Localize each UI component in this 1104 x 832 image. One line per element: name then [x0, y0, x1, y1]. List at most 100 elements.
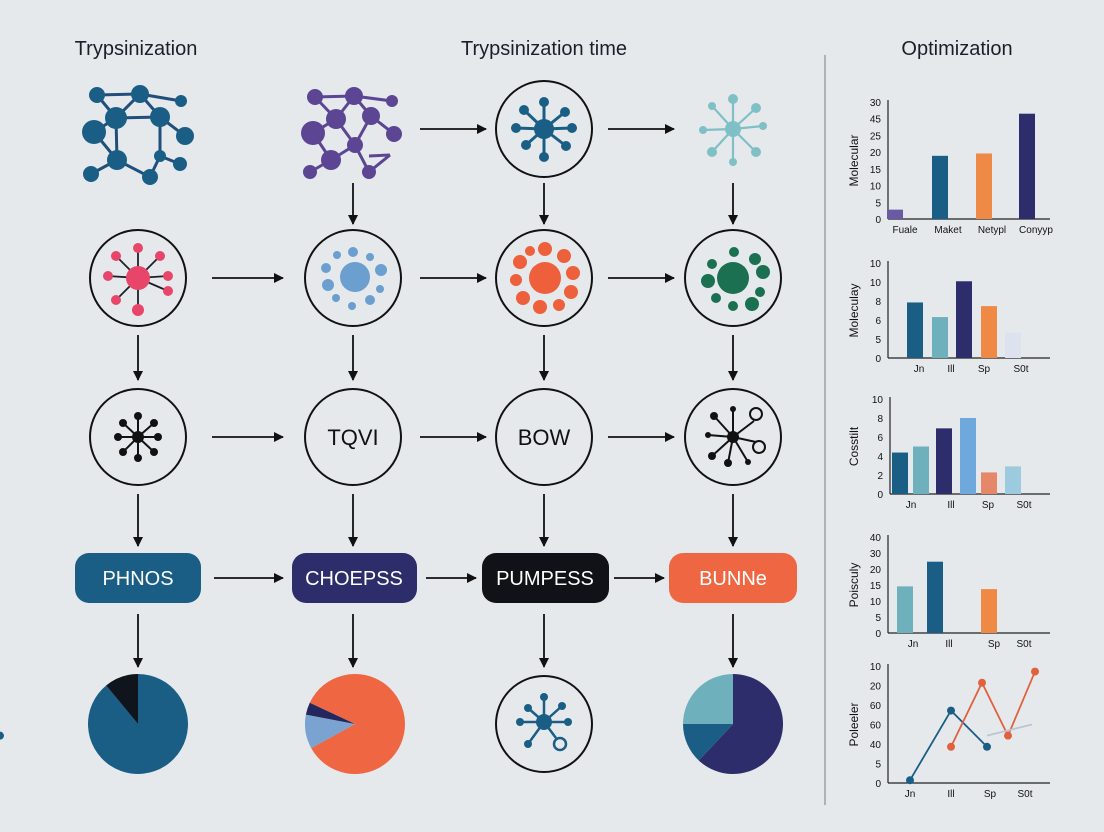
line-point — [1004, 731, 1012, 740]
bar — [927, 561, 943, 633]
molecule-network-purple-icon — [301, 87, 402, 179]
molecule-network-blue-icon — [82, 85, 194, 185]
bar — [981, 306, 997, 358]
y-axis-label: Poleeler — [847, 702, 861, 746]
x-tick-label: Netypl — [978, 225, 1006, 236]
x-tick-label: Conyyp — [1019, 225, 1053, 236]
bar — [932, 155, 948, 219]
bow-label: BOW — [518, 425, 571, 450]
bar — [897, 586, 913, 633]
y-tick-label: 0 — [875, 215, 881, 226]
y-tick-label: 5 — [875, 613, 881, 624]
flow-arrows — [133, 124, 738, 668]
y-tick-label: 0 — [877, 490, 883, 501]
y-tick-label: 45 — [870, 115, 882, 126]
y-tick-label: 10 — [870, 259, 882, 270]
y-tick-label: 25 — [870, 131, 882, 142]
y-tick-label: 0 — [875, 354, 881, 365]
x-tick-label: Sp — [978, 364, 991, 375]
y-tick-label: 4 — [877, 452, 883, 463]
y-tick-label: 10 — [870, 182, 882, 193]
y-tick-label: 6 — [875, 316, 881, 327]
x-tick-label: Ill — [947, 500, 954, 511]
pill-bunne-bg — [669, 553, 797, 603]
y-tick-label: 0 — [875, 779, 881, 790]
x-tick-label: Jn — [908, 639, 919, 650]
y-tick-label: 15 — [870, 165, 882, 176]
bar — [960, 418, 976, 494]
x-tick-label: Sp — [982, 500, 995, 511]
x-tick-label: Sp — [988, 639, 1001, 650]
y-tick-label: 10 — [872, 395, 884, 406]
y-tick-label: 8 — [875, 297, 881, 308]
y-tick-label: 10 — [870, 597, 882, 608]
heading-optimization: Optimization — [901, 38, 1013, 60]
y-tick-label: 5 — [875, 760, 881, 771]
y-tick-label: 8 — [877, 414, 883, 425]
x-tick-label: Sp — [984, 789, 997, 800]
tqvi-node: TQVI — [304, 388, 402, 486]
x-tick-label: Ill — [947, 364, 954, 375]
bar — [932, 317, 948, 358]
y-tick-label: 30 — [870, 549, 882, 560]
pill-pumpess-label: PUMPESS — [496, 568, 594, 590]
x-tick-label: S0t — [1016, 639, 1031, 650]
pie-chart-orange — [305, 674, 405, 775]
y-axis-label: Molecular — [847, 134, 861, 186]
y-tick-label: 10 — [870, 662, 882, 673]
orange-cell-circle-icon — [495, 229, 593, 327]
pill-phnos-label: PHNOS — [102, 568, 173, 590]
bar — [907, 302, 923, 358]
pill-choepss: CHOEPSS — [292, 553, 417, 603]
line-series — [986, 723, 1033, 737]
tqvi-label: TQVI — [327, 425, 378, 450]
y-tick-label: 5 — [875, 198, 881, 209]
pill-choepss-label: CHOEPSS — [305, 568, 403, 590]
pill-pumpess: PUMPESS — [482, 553, 609, 603]
pie-slice — [698, 674, 783, 774]
bar — [936, 428, 952, 494]
x-tick-label: Jn — [905, 789, 916, 800]
x-tick-label: Jn — [906, 500, 917, 511]
x-tick-label: Ill — [945, 639, 952, 650]
pie-slice — [88, 674, 189, 774]
y-tick-label: 20 — [870, 682, 882, 693]
bar — [1005, 466, 1021, 494]
hub-node-teal-icon — [699, 94, 767, 166]
y-tick-label: 40 — [870, 533, 882, 544]
pie-slice — [106, 674, 138, 724]
pie-chart-navy — [683, 674, 783, 774]
bar — [1019, 113, 1035, 219]
bar — [981, 589, 997, 633]
y-tick-label: 20 — [870, 148, 882, 159]
y-axis-label: Moleculay — [847, 283, 861, 337]
black-hub-circle-icon — [89, 388, 187, 486]
y-tick-label: 60 — [870, 721, 882, 732]
y-tick-label: 60 — [870, 701, 882, 712]
y-axis-label: Cosstilt — [847, 426, 861, 466]
pie-slice — [305, 702, 355, 724]
heading-trypsinization-time: Trypsinization time — [461, 38, 627, 60]
green-cell-circle-icon — [684, 229, 782, 327]
y-tick-label: 5 — [875, 335, 881, 346]
bar — [887, 209, 903, 219]
x-tick-label: S0t — [1013, 364, 1028, 375]
bar — [981, 472, 997, 494]
pill-bunne-label: BUNNe — [699, 568, 767, 590]
bar — [892, 452, 908, 494]
pill-pumpess-bg — [482, 553, 609, 603]
bar — [913, 446, 929, 494]
bar — [1005, 332, 1021, 358]
x-tick-label: Ill — [947, 789, 954, 800]
x-tick-label: Jn — [914, 364, 925, 375]
hub-node-circle-bottom-icon — [495, 675, 593, 773]
y-tick-label: 30 — [870, 98, 882, 109]
line-point — [1031, 667, 1039, 676]
blue-cell-circle-icon — [304, 229, 402, 327]
y-tick-label: 2 — [877, 471, 883, 482]
line-point — [978, 678, 986, 687]
pill-bunne: BUNNe — [669, 553, 797, 603]
pill-phnos: PHNOS — [75, 553, 201, 603]
heading-trypsinization: Trypsinization — [74, 38, 198, 60]
